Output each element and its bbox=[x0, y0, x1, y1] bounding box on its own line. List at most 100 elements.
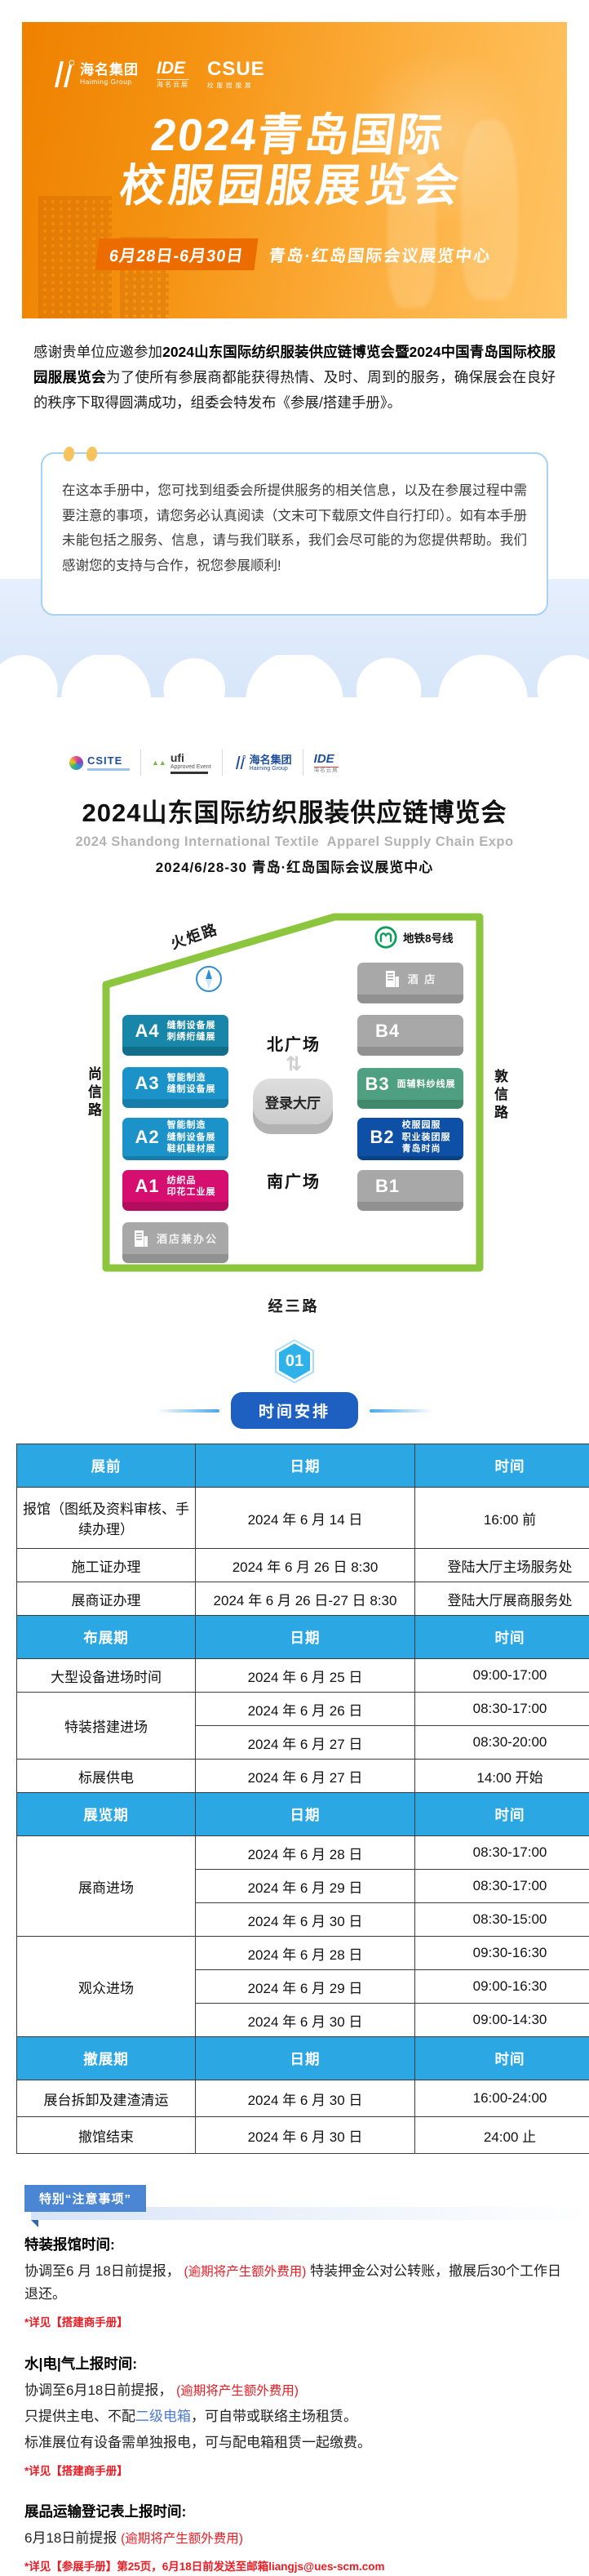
haiming-logo-small: 海名集团 Haiming Group bbox=[233, 754, 292, 772]
schedule-time: 08:30-17:00 bbox=[415, 1693, 589, 1726]
handbook-note-box: 在这本手册中，您可找到组委会所提供服务的相关信息，以及在参展过程中需要注意的事项… bbox=[41, 452, 548, 616]
ufi-logo-text: ufi bbox=[170, 752, 211, 764]
notes-body: 特装报馆时间:协调至6 月 18日前提报， (逾期将产生额外费用) 特装押金公对… bbox=[24, 2233, 565, 2576]
note-warning-text: (逾期将产生额外费用) bbox=[176, 2384, 299, 2398]
building-icon bbox=[133, 1229, 149, 1248]
cloud-scallop-decoration bbox=[0, 655, 589, 712]
note-text: 标准展位有设备需单独报电，可与配电箱租赁一起缴费。 bbox=[24, 2431, 565, 2454]
schedule-date: 2024 年 6 月 29 日 bbox=[196, 1970, 415, 2004]
schedule-item: 特装搭建进场 bbox=[17, 1693, 196, 1760]
hero-date-row: 6月28日-6月30日 青岛·红岛国际会议展览中心 bbox=[22, 238, 567, 270]
section-badge: 01 时间安排 bbox=[0, 1339, 589, 1421]
schedule-time: 08:30-17:00 bbox=[415, 1870, 589, 1903]
table-section-header: 展前日期时间 bbox=[17, 1444, 589, 1488]
building-icon bbox=[384, 969, 401, 989]
road-label-jingsan: 经三路 bbox=[82, 1295, 506, 1316]
hall-letter: A1 bbox=[135, 1176, 159, 1197]
hall-letter: A4 bbox=[135, 1021, 159, 1042]
ide-logo-sub: 海名云展 bbox=[314, 767, 339, 774]
schedule-item: 报馆（图纸及资料审核、手续办理） bbox=[17, 1488, 196, 1549]
schedule-time: 08:30-15:00 bbox=[415, 1903, 589, 1937]
hero-venue: 青岛·红岛国际会议展览中心 bbox=[268, 242, 493, 266]
schedule-time: 24:00 止 bbox=[415, 2117, 589, 2154]
login-hall: 登录大厅 bbox=[253, 1079, 333, 1124]
hotel-label: 酒 店 bbox=[408, 971, 437, 986]
handbook-note-text: 在这本手册中，您可找到组委会所提供服务的相关信息，以及在参展过程中需要注意的事项… bbox=[62, 483, 527, 573]
schedule-time: 09:00-17:00 bbox=[415, 1659, 589, 1693]
note-warning-text: (逾期将产生额外费用) bbox=[184, 2265, 307, 2279]
schedule-time: 登陆大厅展商服务处 bbox=[415, 1582, 589, 1616]
road-label-shangxin: 尚信路 bbox=[83, 1066, 104, 1120]
schedule-item: 标展供电 bbox=[17, 1760, 196, 1793]
expo-subtitle: 2024 Shandong International Textile Appa… bbox=[0, 834, 589, 850]
hall-description: 面辅料纱线展 bbox=[397, 1079, 456, 1090]
hotel-label: 酒店兼办公 bbox=[157, 1230, 218, 1246]
note-warning-text: (逾期将产生额外费用) bbox=[121, 2532, 243, 2546]
section-title-button: 时间安排 bbox=[231, 1392, 358, 1429]
notes-fold-decoration bbox=[31, 2220, 38, 2227]
schedule-date: 2024 年 6 月 28 日 bbox=[196, 1937, 415, 1970]
haiming-bamboo-icon bbox=[233, 754, 246, 771]
hero-title-line1: 2024青岛国际 bbox=[22, 110, 567, 160]
ide-logo-text: IDE bbox=[157, 60, 189, 77]
note-text: 协调至6 月 18日前提报， (逾期将产生额外费用) 特装押金公对公转账，撤展后… bbox=[24, 2260, 565, 2306]
hero-title-line2: 校服园服展览会 bbox=[22, 160, 567, 211]
ide-logo-text: IDE bbox=[314, 753, 339, 765]
hall-letter: B3 bbox=[365, 1074, 389, 1095]
schedule-time: 14:00 开始 bbox=[415, 1760, 589, 1793]
haiming-group-logo: 海名集团 Haiming Group bbox=[50, 60, 139, 89]
metro-line-text: 地铁8号线 bbox=[403, 929, 454, 945]
updown-arrows-icon: ⇅ bbox=[266, 1052, 321, 1076]
ufi-logo-sub: Approved Event bbox=[170, 764, 211, 770]
haiming-bamboo-icon bbox=[50, 60, 74, 89]
schedule-date: 2024 年 6 月 26 日 8:30 bbox=[196, 1549, 415, 1582]
hall-A4: A4 缝制设备展刺绣绗缝展 bbox=[122, 1015, 228, 1056]
schedule-time: 16:00 前 bbox=[415, 1488, 589, 1549]
schedule-date: 2024 年 6 月 14 日 bbox=[196, 1488, 415, 1549]
hall-hotel-bottom: 酒店兼办公 bbox=[122, 1222, 228, 1263]
schedule-date: 2024 年 6 月 26 日-27 日 8:30 bbox=[196, 1582, 415, 1616]
date-badge: 6月28日-6月30日 bbox=[95, 238, 258, 270]
schedule-date: 2024 年 6 月 28 日 bbox=[196, 1836, 415, 1870]
table-section-header: 撤展期日期时间 bbox=[17, 2037, 589, 2080]
hall-description: 缝制设备展刺绣绗缝展 bbox=[167, 1020, 216, 1043]
note-title: 水|电|气上报时间: bbox=[24, 2352, 565, 2376]
schedule-item: 展商证办理 bbox=[17, 1582, 196, 1616]
hall-B1: B1 bbox=[357, 1170, 463, 1211]
schedule-date: 2024 年 6 月 30 日 bbox=[196, 2080, 415, 2117]
csue-logo: CSUE 校服园服展 bbox=[207, 60, 265, 89]
schedule-time: 09:00-16:30 bbox=[415, 1970, 589, 2004]
schedule-time: 08:30-20:00 bbox=[415, 1726, 589, 1760]
secondary-box-link[interactable]: 二级电箱 bbox=[135, 2409, 191, 2424]
note-text: 协调至6月18日前提报， (逾期将产生额外费用) bbox=[24, 2379, 565, 2402]
hall-letter: B1 bbox=[375, 1176, 400, 1197]
schedule-date: 2024 年 6 月 29 日 bbox=[196, 1870, 415, 1903]
hall-B4: B4 bbox=[357, 1015, 463, 1056]
haiming-group-name: 海名集团 bbox=[80, 63, 139, 78]
schedule-item: 施工证办理 bbox=[17, 1549, 196, 1582]
hall-letter: B2 bbox=[370, 1127, 394, 1148]
haiming-logo-text: 海名集团 bbox=[250, 754, 292, 766]
schedule-item: 大型设备进场时间 bbox=[17, 1659, 196, 1693]
hall-letter: A2 bbox=[135, 1127, 159, 1148]
note-title: 展品运输登记表上报时间: bbox=[24, 2500, 565, 2524]
ide-logo-small: IDE 海名云展 bbox=[314, 753, 339, 774]
dash-decoration bbox=[370, 1409, 433, 1413]
expo-date-venue: 2024/6/28-30 青岛·红岛国际会议展览中心 bbox=[0, 856, 589, 876]
hall-letter: A3 bbox=[135, 1073, 159, 1094]
special-notes-tag: 特别“注意事项” bbox=[24, 2185, 146, 2212]
ufi-logo-bar bbox=[170, 772, 208, 774]
schedule-date: 2024 年 6 月 30 日 bbox=[196, 1903, 415, 1937]
